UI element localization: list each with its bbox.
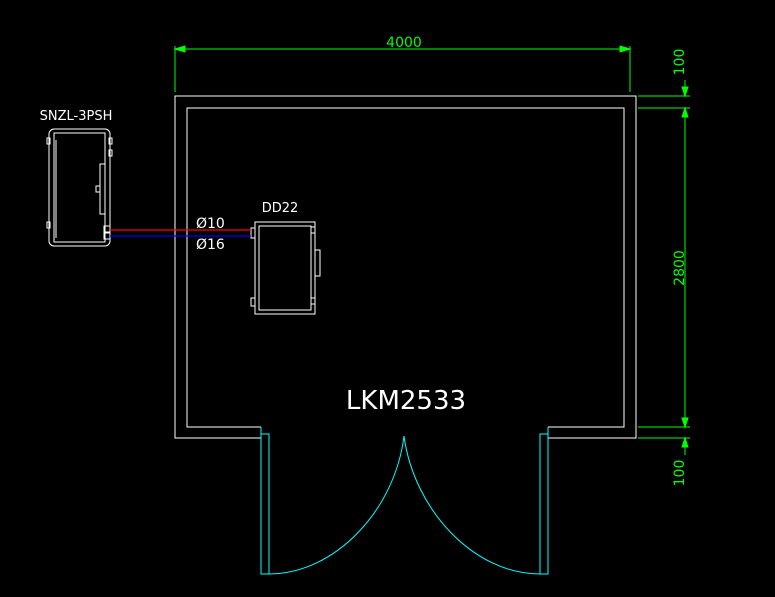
door-right-swing — [403, 435, 541, 575]
room-label: LKM2533 — [346, 386, 466, 416]
top-wall-dimension-label: 100 — [672, 49, 688, 76]
height-dimension-label: 2800 — [672, 250, 688, 286]
door-left-frame — [260, 427, 270, 575]
inner-wall — [186, 107, 625, 428]
evaporator-unit — [250, 221, 321, 315]
room-walls — [174, 95, 637, 439]
width-dimension — [173, 45, 632, 92]
width-dimension-label: 4000 — [386, 35, 422, 51]
bottom-wall-dimension-label: 100 — [672, 460, 688, 487]
outer-wall — [174, 95, 637, 439]
door-left-swing — [268, 435, 405, 575]
condensing-unit — [46, 128, 113, 247]
double-door — [260, 427, 549, 575]
door-right-frame — [539, 427, 549, 575]
evaporator-label: DD22 — [262, 201, 299, 216]
condensing-unit-label: SNZL-3PSH — [40, 109, 113, 124]
suction-pipe-label: Ø16 — [196, 237, 225, 253]
height-dimension — [638, 80, 690, 455]
liquid-pipe-label: Ø10 — [196, 216, 225, 232]
